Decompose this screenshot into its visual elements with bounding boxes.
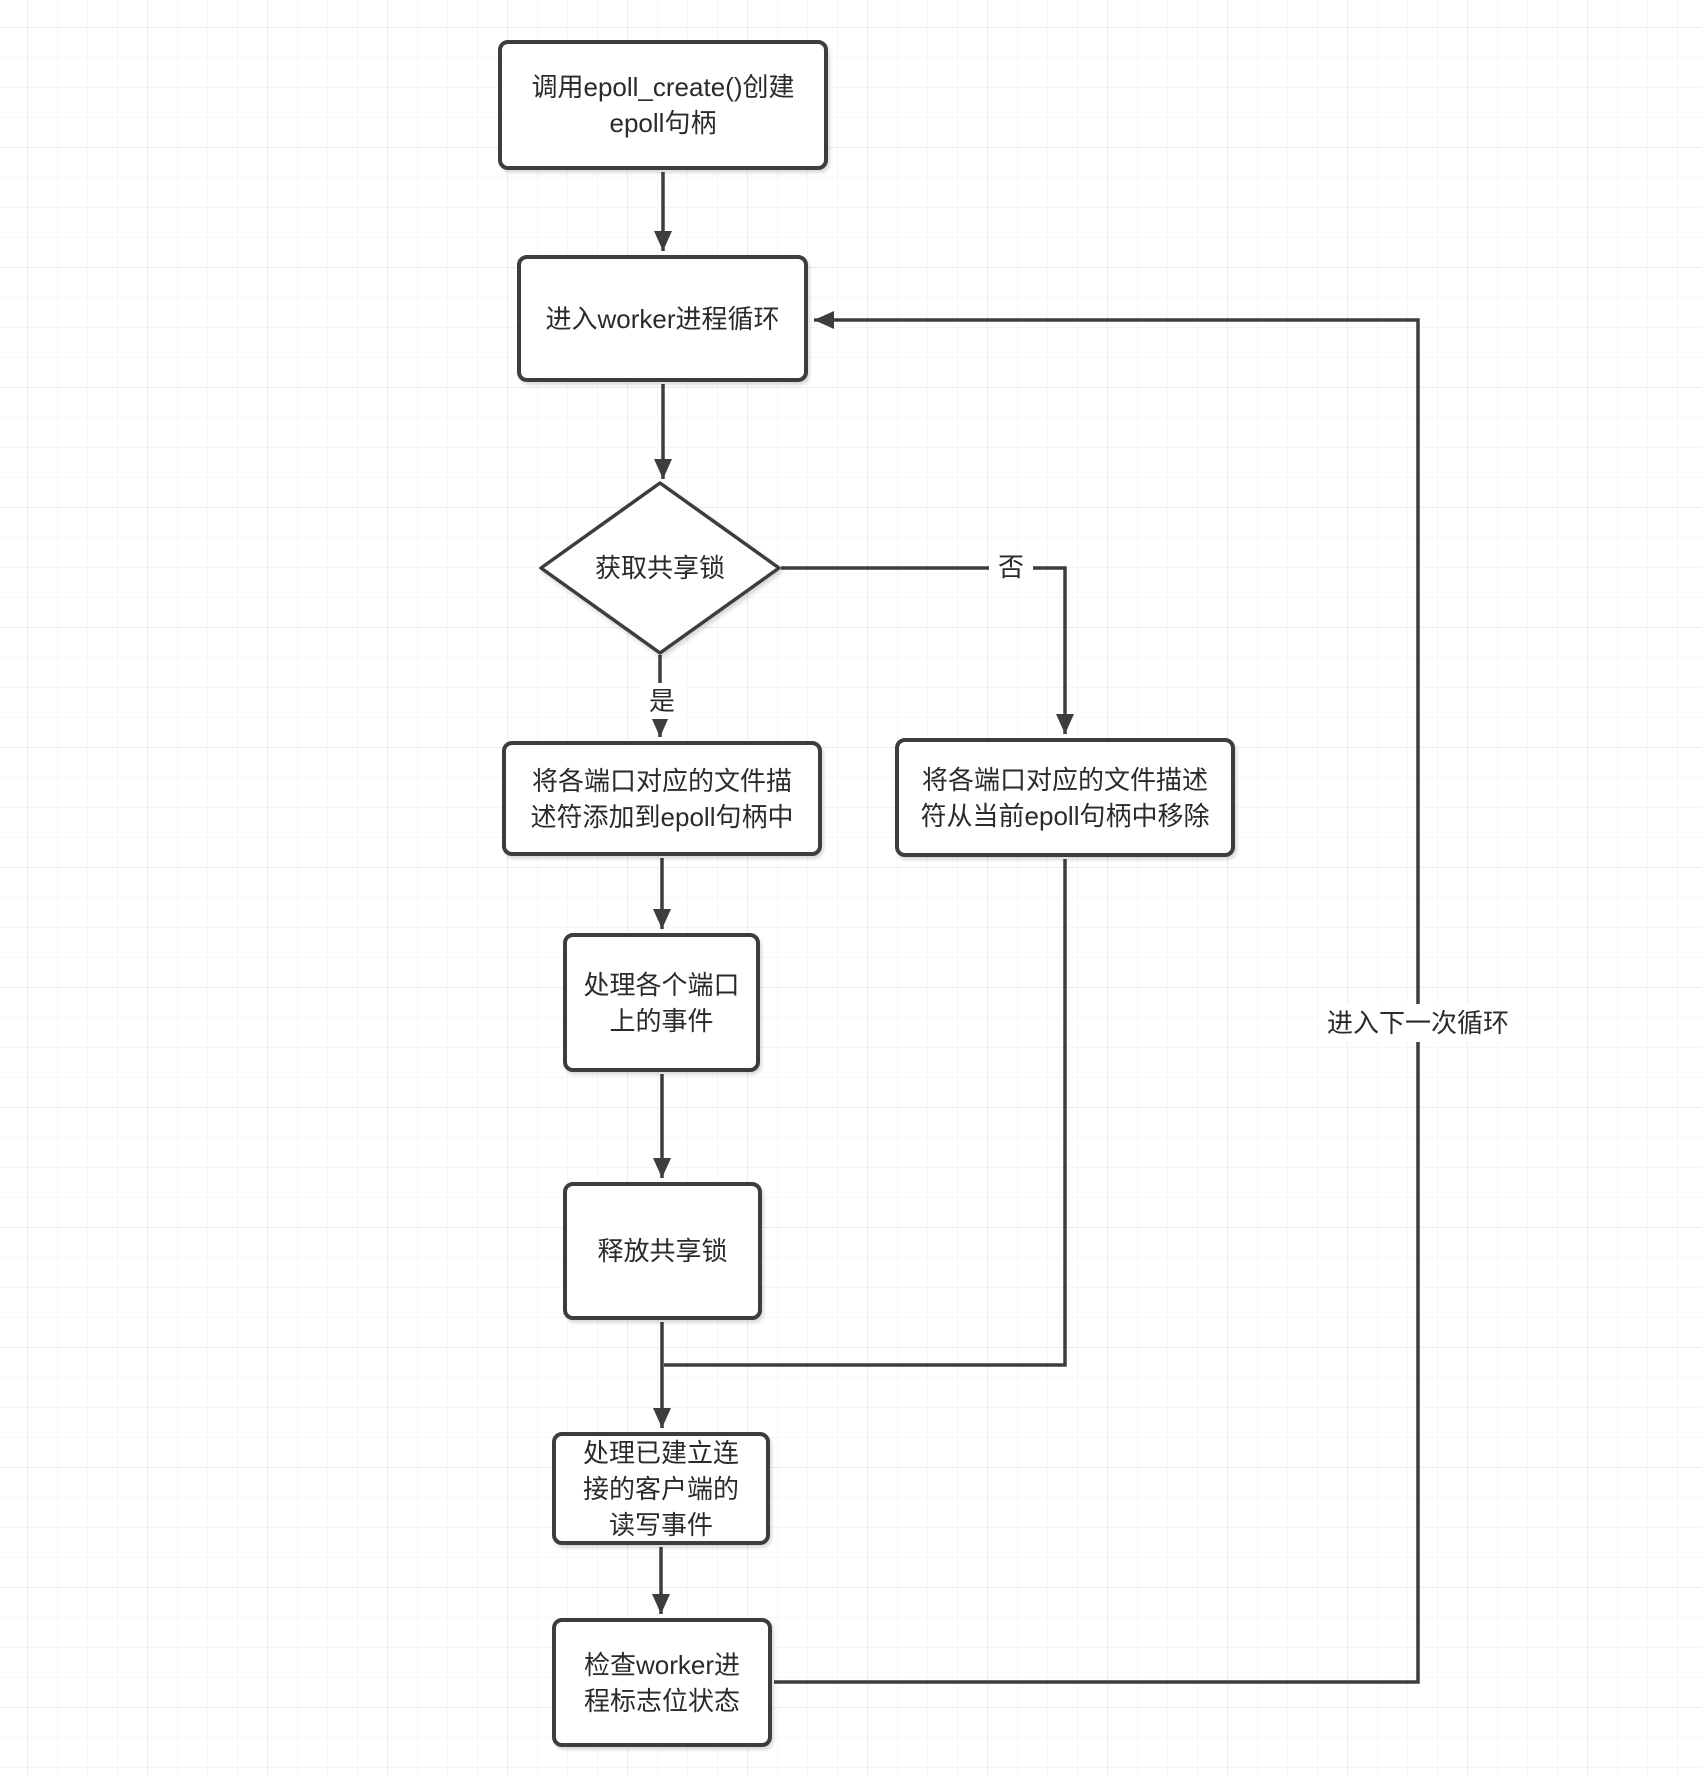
edge-label-no-text: 否 — [997, 552, 1024, 582]
node-add-fd[interactable]: 将各端口对应的文件描 述符添加到epoll句柄中 — [502, 741, 822, 856]
node-remove-fd-label: 将各端口对应的文件描述 符从当前epoll句柄中移除 — [920, 764, 1210, 831]
edge-decision-no[interactable] — [781, 566, 1074, 734]
edge-label-next-loop[interactable]: 进入下一次循环 — [1320, 1004, 1516, 1042]
node-handle-clients[interactable]: 处理已建立连 接的客户端的 读写事件 — [552, 1432, 770, 1545]
node-handle-clients-label: 处理已建立连 接的客户端的 读写事件 — [582, 1437, 739, 1540]
node-add-fd-label: 将各端口对应的文件描 述符添加到epoll句柄中 — [530, 765, 794, 832]
edge-label-next-loop-text: 进入下一次循环 — [1326, 1008, 1509, 1038]
edge-next-loop-back[interactable] — [774, 311, 1420, 1684]
node-check-flags-label: 检查worker进 程标志位状态 — [583, 1649, 740, 1716]
node-worker-loop[interactable]: 进入worker进程循环 — [517, 255, 808, 382]
edge-label-yes[interactable]: 是 — [640, 683, 684, 719]
node-acquire-lock[interactable]: 获取共享锁 — [541, 483, 779, 653]
edge-removefd-join[interactable] — [664, 859, 1067, 1367]
node-create-epoll-label: 调用epoll_create()创建 epoll句柄 — [531, 72, 795, 138]
node-handle-ports[interactable]: 处理各个端口 上的事件 — [563, 933, 760, 1072]
node-handle-ports-label: 处理各个端口 上的事件 — [583, 969, 740, 1036]
edge-label-yes-text: 是 — [648, 686, 675, 716]
node-worker-loop-label: 进入worker进程循环 — [545, 303, 780, 334]
node-acquire-lock-label: 获取共享锁 — [594, 553, 725, 583]
node-release-lock[interactable]: 释放共享锁 — [563, 1182, 762, 1320]
edge-label-no[interactable]: 否 — [989, 549, 1033, 585]
node-create-epoll[interactable]: 调用epoll_create()创建 epoll句柄 — [498, 40, 828, 170]
node-check-flags[interactable]: 检查worker进 程标志位状态 — [552, 1618, 772, 1747]
node-release-lock-label: 释放共享锁 — [597, 1236, 728, 1266]
node-remove-fd[interactable]: 将各端口对应的文件描述 符从当前epoll句柄中移除 — [895, 738, 1235, 857]
decision-diamond-shape[interactable] — [539, 481, 781, 655]
